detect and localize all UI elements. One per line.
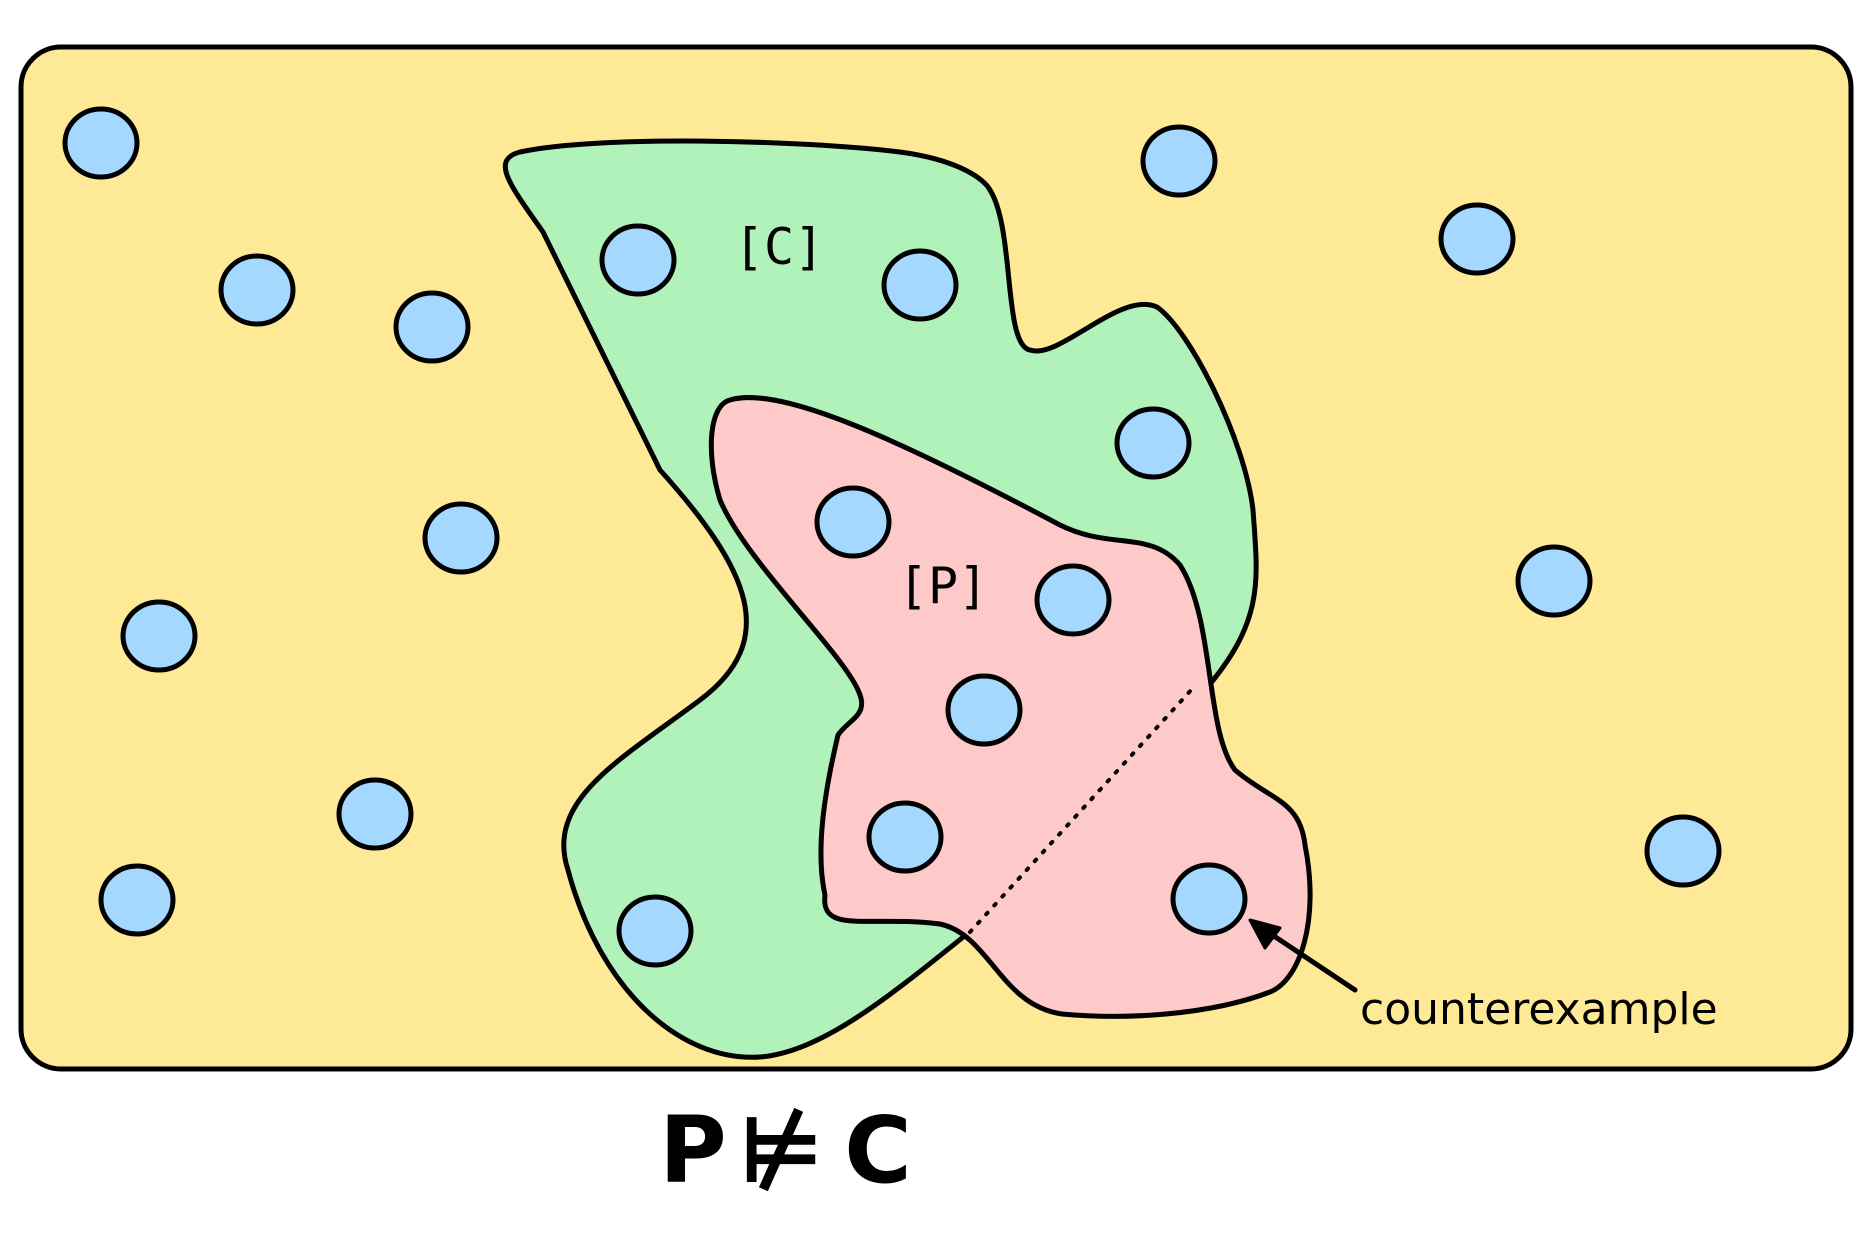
counterexample-label: counterexample (1360, 984, 1718, 1035)
point (616, 894, 694, 968)
set-p-label: [P] (898, 557, 988, 615)
point-counterexample (1170, 862, 1248, 936)
point (814, 485, 892, 559)
point (1644, 814, 1722, 888)
point (120, 599, 198, 673)
point (336, 777, 414, 851)
point (1114, 406, 1192, 480)
point (218, 253, 296, 327)
point (599, 223, 677, 297)
point (1438, 202, 1516, 276)
point (1034, 563, 1112, 637)
point (62, 106, 140, 180)
formula-right: C (844, 1097, 912, 1204)
point (422, 501, 500, 575)
point (945, 673, 1023, 747)
formula-left: P (659, 1097, 726, 1204)
point (1515, 544, 1593, 618)
formula-relation: ⊭ (739, 1097, 823, 1204)
dotted-boundary-line (968, 686, 1195, 934)
points-group (62, 106, 1722, 968)
counterexample-arrow (1248, 918, 1358, 993)
point (866, 800, 944, 874)
set-c-label: [C] (734, 218, 824, 276)
point (1140, 124, 1218, 198)
point (881, 248, 959, 322)
point (98, 863, 176, 937)
point (393, 290, 471, 364)
